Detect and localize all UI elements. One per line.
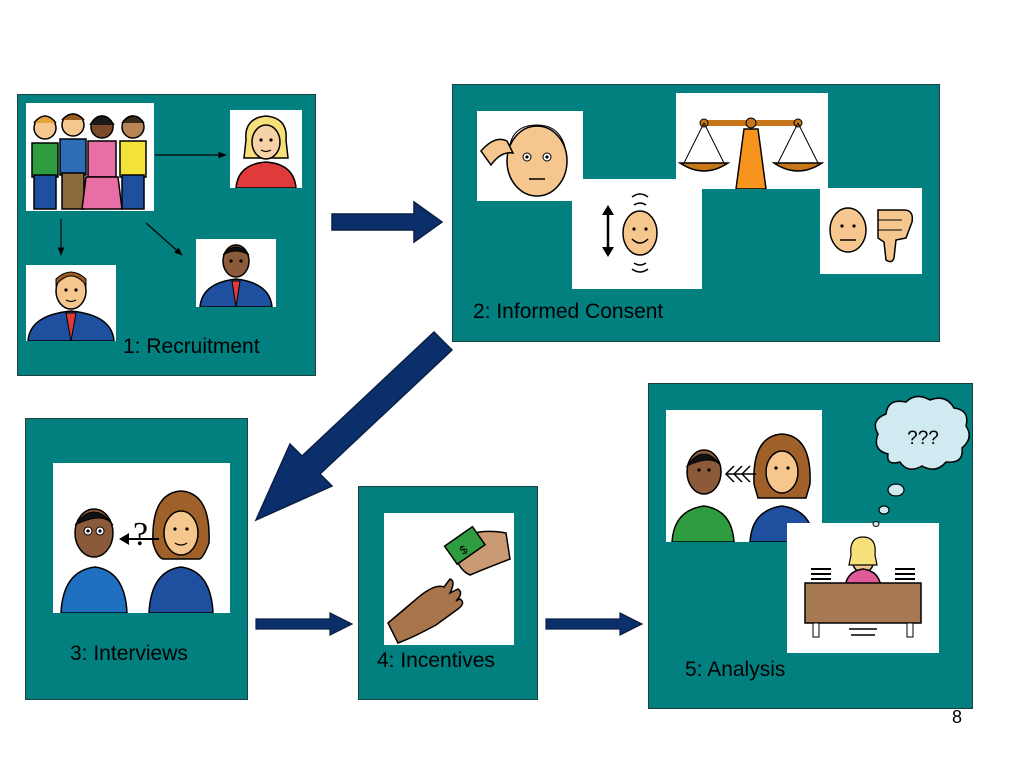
step-box-recruitment: 1: Recruitment [17, 94, 316, 376]
thought-bubble-text: ??? [907, 428, 939, 449]
interview-people-icon: ? [53, 463, 230, 613]
desk-worker-icon [787, 523, 939, 653]
step-label-informed-consent: 2: Informed Consent [473, 300, 664, 323]
step-label-analysis: 5: Analysis [685, 658, 786, 681]
flow-arrow-1-to-2 [331, 200, 444, 244]
woman-portrait-icon [230, 110, 302, 188]
dark-man-portrait-icon [196, 239, 276, 307]
page-number: 8 [951, 707, 962, 727]
step-label-recruitment: 1: Recruitment [123, 335, 260, 358]
thinking-man-icon [477, 111, 583, 201]
flow-arrow-4-to-5 [545, 612, 644, 636]
svg-text:?: ? [133, 516, 148, 553]
flow-arrow-3-to-4 [255, 612, 354, 636]
man-portrait-icon [26, 265, 116, 341]
step-box-informed-consent: 2: Informed Consent [452, 84, 940, 342]
listening-people-icon [666, 410, 822, 542]
flow-arrow-2-to-3 [254, 330, 454, 522]
recruit-arrow-right [57, 151, 227, 256]
thought-bubble-icon: ??? [872, 395, 970, 527]
balance-scale-icon [676, 93, 828, 189]
step-box-incentives: $ 4: Incentives [358, 486, 538, 700]
group-of-people-icon [26, 103, 154, 211]
thumbs-down-face-icon [820, 188, 922, 274]
step-label-interviews: 3: Interviews [70, 642, 188, 665]
nodding-face-icon [572, 179, 702, 289]
money-exchange-icon: $ [384, 513, 514, 645]
step-label-incentives: 4: Incentives [377, 649, 495, 672]
step-box-interviews: ? 3: Interviews [25, 418, 248, 700]
